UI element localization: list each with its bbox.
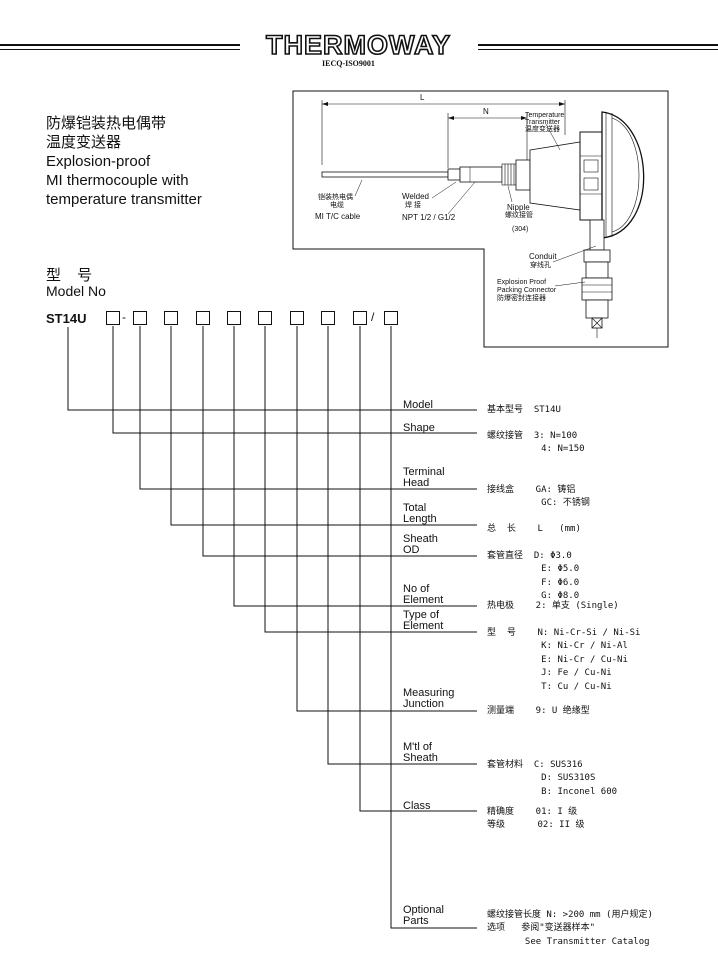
transmitter-housing	[515, 111, 645, 239]
code-box-shape	[106, 311, 120, 325]
title-cn-line2: 温度变送器	[46, 134, 122, 151]
conduit-label-cn: 穿线孔	[530, 262, 551, 269]
code-box-measuring-junction	[290, 311, 304, 325]
cable-label-cn1: 铠装热电偶	[318, 194, 353, 201]
transmitter-label-en2: Transmitter	[525, 119, 561, 126]
code-box-type-of-element	[258, 311, 272, 325]
row-model-label: Model	[403, 399, 433, 411]
conduit-label-en: Conduit	[529, 252, 557, 261]
brand-logo: THERMOWAY	[265, 29, 452, 61]
title-en-line3: temperature transmitter	[46, 191, 202, 208]
model-title-cn: 型 号	[46, 267, 99, 284]
connector-label-cn: 防爆密封连接器	[497, 295, 546, 302]
code-box-no-of-element	[227, 311, 241, 325]
row-type-of-element-desc: 型 号 N: Ni-Cr-Si / Ni-Si K: Ni-Cr / Ni-Al…	[487, 628, 641, 692]
row-terminal-head-desc: 接线盒 GA: 铸铝 GC: 不锈钢	[487, 485, 590, 509]
welded-label-cn: 焊 接	[405, 202, 421, 209]
header-rule-right	[478, 44, 718, 50]
code-box-sheath-od	[196, 311, 210, 325]
diagram-frame	[292, 90, 669, 348]
code-box-terminal-head	[133, 311, 147, 325]
model-title-en: Model No	[46, 283, 106, 299]
code-box-optional-parts	[384, 311, 398, 325]
row-class-desc: 精确度 01: I 级 等级 02: II 级	[487, 807, 585, 831]
nipple-label-cn: 螺纹接管	[505, 212, 533, 219]
connector-label-en2: Packing Connector	[497, 287, 557, 294]
welded-label-en: Welded	[402, 192, 429, 201]
code-separator-slash: /	[371, 310, 375, 324]
row-sheath-od-desc: 套管直径 D: Φ3.0 E: Φ5.0 F: Φ6.0 G: Φ8.0	[487, 551, 580, 602]
code-separator-dash: -	[122, 310, 126, 324]
code-box-class	[353, 311, 367, 325]
transmitter-label-en1: Temperature	[525, 112, 565, 119]
thread-label: NPT 1/2 / G1/2	[402, 213, 456, 222]
row-optional-parts-desc: 螺纹接管长度 N: >200 mm (用户规定) 选项 参阅"变送器样本" Se…	[487, 910, 653, 947]
nipple-label-en: Nipple	[507, 203, 530, 212]
certification-text: IECQ-ISO9001	[322, 59, 375, 68]
dimension-l-label: L	[420, 93, 425, 102]
row-shape-label: Shape	[403, 422, 435, 434]
transmitter-label-cn: 温度变送器	[525, 126, 560, 133]
title-en-line1: Explosion-proof	[46, 153, 151, 170]
row-measuring-junction-desc: 测量端 9: U 绝缘型	[487, 706, 590, 716]
title-en-line2: MI thermocouple with	[46, 172, 189, 189]
cable-label-en: MI T/C cable	[315, 212, 361, 221]
row-model-desc: 基本型号 ST14U	[487, 405, 561, 415]
code-box-total-length	[164, 311, 178, 325]
row-no-of-element-desc: 热电极 2: 单支 (Single)	[487, 601, 619, 611]
model-code: ST14U	[46, 311, 87, 326]
nipple-material: (304)	[512, 226, 529, 233]
header-rule-left	[0, 44, 240, 50]
code-box-sheath-material	[321, 311, 335, 325]
packing-connector	[581, 219, 613, 338]
row-sheath-material-desc: 套管材料 C: SUS316 D: SUS310S B: Inconel 600	[487, 760, 618, 797]
title-cn-line1: 防爆铠装热电偶带	[46, 115, 167, 132]
cable-label-cn2: 电缆	[330, 202, 344, 209]
row-shape-desc: 螺纹接管 3: N=100 4: N=150	[487, 431, 585, 455]
row-total-length-desc: 总 长 L (mm)	[487, 524, 581, 534]
row-class-label: Class	[403, 800, 431, 812]
connector-label-en1: Explosion Proof	[497, 279, 547, 286]
dimension-n-label: N	[483, 107, 489, 116]
